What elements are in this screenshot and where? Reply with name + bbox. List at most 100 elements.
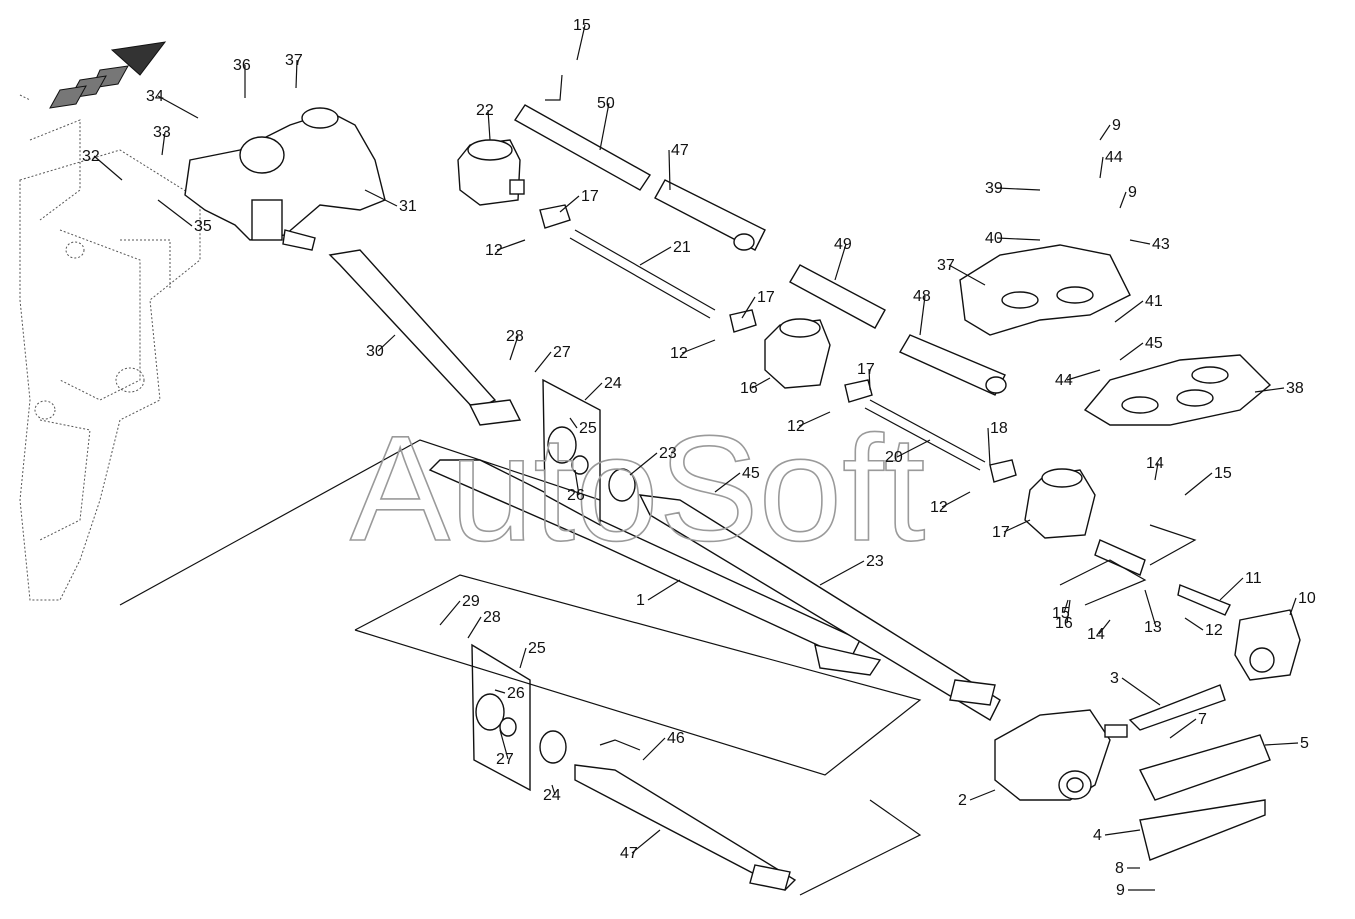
callout-label-28: 28 (483, 609, 501, 626)
callout-leader-line (798, 411, 831, 427)
callout-label-11: 11 (1245, 570, 1262, 587)
callout-leader-line (629, 452, 658, 476)
callout-leader-line (509, 335, 519, 361)
callout-leader-line (996, 237, 1041, 241)
callout-label-30: 30 (366, 343, 384, 360)
callout-leader-line (1098, 619, 1111, 635)
callout-label-49: 49 (834, 236, 852, 253)
callout-leader-line (534, 351, 552, 373)
callout-labels: 1234578999101112121212121314141515151616… (82, 17, 1316, 899)
callout-leader-line (681, 339, 716, 354)
callout-label-40: 40 (985, 230, 1003, 247)
callout-leader-line (919, 295, 926, 336)
callout-label-38: 38 (1286, 380, 1304, 397)
callout-leader-line (1119, 342, 1144, 361)
callout-label-20: 20 (885, 449, 903, 466)
callout-label-23: 23 (659, 445, 677, 462)
callout-leader-line (1099, 156, 1104, 179)
callout-leader-line (467, 616, 482, 639)
callout-leader-line (1066, 369, 1101, 381)
pulley-37-lower (1083, 354, 1272, 426)
tractor-frame (19, 94, 201, 601)
callout-leader-line (969, 789, 996, 801)
callout-leader-line (576, 24, 586, 61)
callout-label-12: 12 (1205, 622, 1223, 639)
callout-leader-line (1169, 718, 1197, 739)
callout-leader-line (1063, 599, 1069, 614)
callout-label-41: 41 (1145, 293, 1163, 310)
callout-leader-line (559, 195, 580, 213)
callout-leader-line (819, 560, 865, 586)
callout-label-45: 45 (1145, 335, 1163, 352)
callout-leader-line (487, 109, 491, 141)
callout-leader-line (93, 155, 123, 181)
callout-label-17: 17 (757, 289, 775, 306)
callout-label-47: 47 (620, 845, 638, 862)
callout-label-17: 17 (857, 361, 875, 378)
callout-leader-line (519, 647, 527, 669)
callout-label-43: 43 (1152, 236, 1170, 253)
callout-label-5: 5 (1300, 735, 1309, 752)
callout-leader-line (1114, 300, 1144, 323)
callout-label-44: 44 (1055, 372, 1073, 389)
callout-leader-line (1066, 599, 1071, 624)
callout-leader-line (1121, 677, 1161, 706)
drive-shafts (328, 249, 1001, 891)
callout-leader-line (1119, 191, 1127, 209)
callout-leader-line (496, 239, 526, 251)
callout-label-27: 27 (553, 344, 571, 361)
callout-leader-line (574, 469, 580, 496)
callout-leader-line (996, 187, 1041, 191)
callout-leader-line (647, 579, 681, 601)
callout-leader-line (584, 382, 603, 401)
callout-label-35: 35 (194, 218, 212, 235)
callout-leader-line (439, 600, 461, 626)
callout-label-23: 23 (866, 553, 884, 570)
callout-label-21: 21 (673, 239, 691, 256)
callout-label-14: 14 (1146, 455, 1164, 472)
callout-leader-line (1264, 742, 1299, 746)
callout-label-26: 26 (567, 487, 585, 504)
callout-leader-line (1254, 387, 1285, 393)
callout-label-12: 12 (485, 242, 503, 259)
callout-label-33: 33 (153, 124, 171, 141)
callout-label-12: 12 (670, 345, 688, 362)
callout-leader-line (1184, 617, 1204, 631)
callout-leader-line (1184, 472, 1213, 496)
callout-leader-line (599, 102, 610, 151)
callout-label-4: 4 (1093, 827, 1102, 844)
gearbox-30 (184, 107, 386, 251)
callout-leader-line (987, 427, 991, 466)
callout-label-17: 17 (581, 188, 599, 205)
callout-leader-line (1003, 519, 1031, 533)
callout-leader-line (639, 246, 672, 266)
callout-label-39: 39 (985, 180, 1003, 197)
callout-leader-line (941, 491, 971, 508)
callout-label-25: 25 (579, 420, 597, 437)
callout-label-28: 28 (506, 328, 524, 345)
callout-label-50: 50 (597, 95, 615, 112)
callout-label-10: 10 (1298, 590, 1316, 607)
callout-label-13: 13 (1144, 619, 1162, 636)
gearbox-2 (994, 709, 1128, 801)
callout-leader-line (714, 472, 741, 493)
callout-leader-line (377, 334, 396, 352)
callout-label-32: 32 (82, 148, 100, 165)
callout-label-14: 14 (1087, 626, 1105, 643)
group-outlines (119, 74, 1197, 896)
callout-label-8: 8 (1115, 860, 1124, 877)
tubes (513, 104, 1007, 396)
gearbox-10 (1094, 539, 1301, 681)
callout-label-24: 24 (604, 375, 622, 392)
callout-leader-line (157, 95, 199, 119)
callout-leader-line (834, 243, 847, 281)
callout-label-31: 31 (399, 198, 417, 215)
callout-label-15: 15 (573, 17, 591, 34)
callout-label-2: 2 (958, 792, 967, 809)
callout-leader-line (569, 417, 578, 429)
callout-leader-line (751, 377, 771, 389)
callout-leader-line (1099, 124, 1111, 141)
callout-leader-line (1104, 829, 1141, 836)
guards (1128, 684, 1271, 861)
callout-label-12: 12 (787, 418, 805, 435)
